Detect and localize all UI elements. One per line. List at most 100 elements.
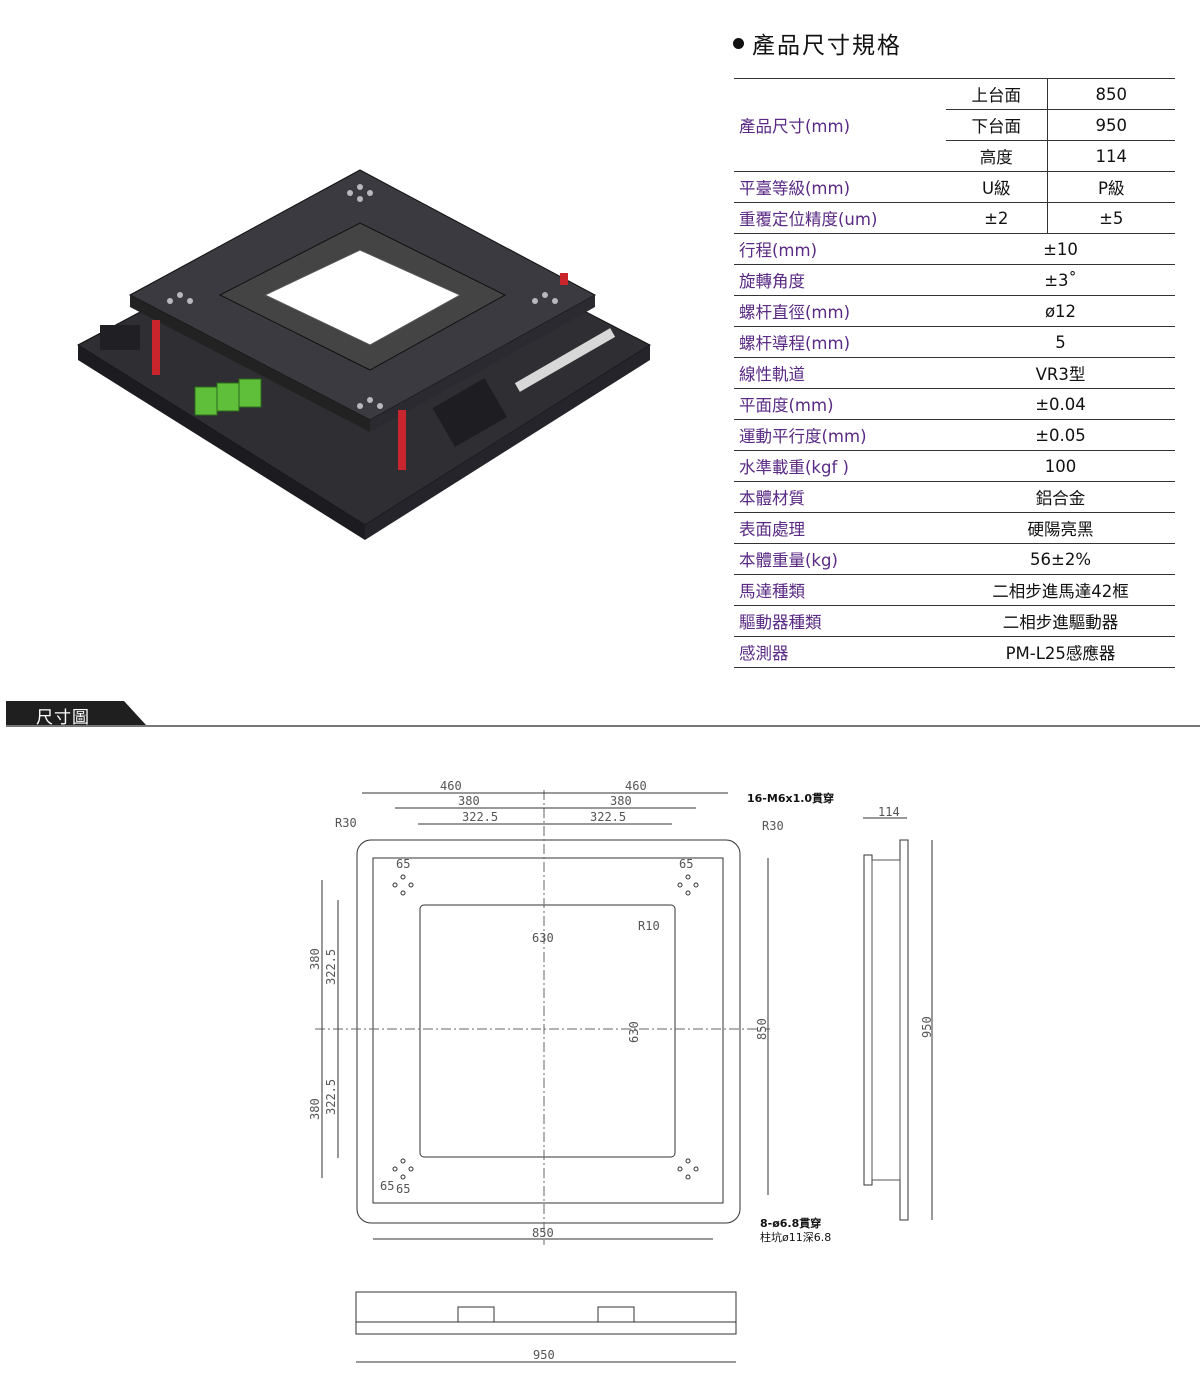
dim-114: 114: [878, 805, 900, 819]
table-row: 馬達種類 二相步進馬達42框: [734, 574, 1175, 606]
spec-label: 螺杆直徑(mm): [734, 295, 946, 327]
spec-label: 行程(mm): [734, 233, 946, 265]
dimension-drawing-front: 950: [355, 1291, 737, 1363]
dim-3225-bottom: 322.5: [324, 1079, 338, 1115]
red-bracket-left: [152, 320, 160, 375]
spec-value: ±3˚: [946, 264, 1175, 296]
spec-label: 線性軌道: [734, 357, 946, 389]
spec-value: 二相步進馬達42框: [946, 574, 1175, 606]
spec-sub: 高度: [946, 140, 1047, 172]
dim-950-front: 950: [533, 1348, 555, 1362]
spec-value: 100: [946, 450, 1175, 482]
dim-380-right: 380: [610, 794, 632, 808]
spec-label: 運動平行度(mm): [734, 419, 946, 451]
spec-label: 馬達種類: [734, 574, 946, 606]
table-row: 線性軌道 VR3型: [734, 357, 1175, 389]
spec-sub: 下台面: [946, 109, 1047, 141]
spec-value: ±0.05: [946, 419, 1175, 451]
dim-3225-right: 322.5: [590, 810, 626, 824]
spec-value: P級: [1046, 171, 1175, 203]
red-bracket-front: [398, 410, 406, 470]
table-row: 運動平行度(mm) ±0.05: [734, 419, 1175, 451]
counterbore-note: 柱坑ø11深6.8: [760, 1230, 831, 1244]
spec-value: ±5: [1046, 202, 1175, 234]
top-table-edge: [130, 295, 370, 432]
dim-380-left: 380: [458, 794, 480, 808]
top-table-edge-right: [370, 295, 595, 432]
table-row: 本體材質 鋁合金: [734, 481, 1175, 513]
spec-label: 水準載重(kgf ): [734, 450, 946, 482]
dim-65: 65: [396, 857, 410, 871]
table-opening-floor: [263, 249, 462, 346]
dim-950-side: 950: [920, 1016, 934, 1038]
spec-label: 表面處理: [734, 512, 946, 544]
table-row: 本體重量(kg) 56±2%: [734, 543, 1175, 575]
product-render: [77, 169, 652, 540]
screw-shaft: [514, 328, 616, 392]
table-row: 水準載重(kgf ) 100: [734, 450, 1175, 482]
spec-value: 硬陽亮黑: [946, 512, 1175, 544]
section-title: 尺寸圖: [36, 708, 90, 728]
table-row: 螺杆導程(mm) 5: [734, 326, 1175, 358]
spec-label: 本體材質: [734, 481, 946, 513]
table-row: 重覆定位精度(um) ±2 ±5: [734, 202, 1175, 234]
spec-label: 本體重量(kg): [734, 543, 946, 575]
dim-630-vertical: 630: [627, 1021, 641, 1043]
table-row: 表面處理 硬陽亮黑: [734, 512, 1175, 544]
dim-380-bottom: 380: [308, 1098, 322, 1120]
dim-65: 65: [679, 857, 693, 871]
dimension-drawing-side: 114 950: [863, 805, 934, 1221]
dim-r30-right: R30: [762, 819, 784, 833]
spec-label: [734, 78, 946, 110]
spec-label: 平面度(mm): [734, 388, 946, 420]
base-plate-edge: [78, 345, 365, 540]
dim-850-bottom: 850: [532, 1226, 554, 1240]
red-bracket-right: [560, 273, 568, 285]
table-row: 螺杆直徑(mm) ø12: [734, 295, 1175, 327]
inner-outline: [372, 857, 724, 1204]
section-tab: [6, 701, 146, 725]
table-row: 驅動器種類 二相步進驅動器: [734, 605, 1175, 637]
spec-label: 驅動器種類: [734, 605, 946, 637]
table-row: 產品尺寸(mm) 下台面 950: [734, 109, 1175, 141]
spec-heading: 產品尺寸規格: [733, 26, 902, 60]
table-row: 平臺等級(mm) U級 P級: [734, 171, 1175, 203]
motor-block: [432, 378, 507, 448]
mount-holes: [167, 184, 558, 409]
spec-sub: U級: [946, 171, 1047, 203]
dim-65: 65: [396, 1182, 410, 1196]
spec-value: 56±2%: [946, 543, 1175, 575]
dim-460-right: 460: [625, 779, 647, 793]
spec-label: 旋轉角度: [734, 264, 946, 296]
spec-sub: 上台面: [946, 78, 1047, 110]
spec-sub: ±2: [946, 202, 1047, 234]
terminal-block: [194, 378, 262, 416]
spec-value: 5: [946, 326, 1175, 358]
dim-r30-left: R30: [335, 816, 357, 830]
base-plate-edge-right: [365, 345, 650, 540]
spec-label: 產品尺寸(mm): [739, 117, 851, 136]
dim-r10: R10: [638, 919, 660, 933]
spec-label: 感測器: [734, 636, 946, 668]
table-row: 旋轉角度 ±3˚: [734, 264, 1175, 296]
dim-380-top: 380: [308, 948, 322, 970]
dim-65: 65: [380, 1179, 394, 1193]
table-row: 行程(mm) ±10: [734, 233, 1175, 265]
left-bracket: [100, 325, 140, 350]
spec-value: 950: [1046, 109, 1175, 141]
spec-value: 114: [1046, 140, 1175, 172]
spec-value: VR3型: [946, 357, 1175, 389]
spec-value: 850: [1046, 78, 1175, 110]
table-row: 上台面 850: [734, 78, 1175, 110]
spec-label: 重覆定位精度(um): [734, 202, 946, 234]
spec-value: 二相步進驅動器: [946, 605, 1175, 637]
spec-heading-text: 產品尺寸規格: [752, 33, 902, 59]
spec-label: 螺杆導程(mm): [734, 326, 946, 358]
holes-note: 16-M6x1.0貫穿: [747, 791, 834, 805]
table-row: 高度 114: [734, 140, 1175, 172]
section-divider: [6, 725, 1200, 727]
outer-outline: [356, 839, 741, 1224]
window-outline: [419, 904, 676, 1158]
spec-value: 鋁合金: [946, 481, 1175, 513]
dimension-drawing-top: 460 460 380 380 322.5 322.5 R30 R30 16-M…: [308, 779, 834, 1245]
